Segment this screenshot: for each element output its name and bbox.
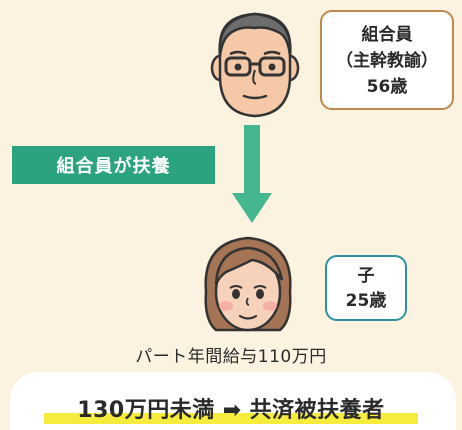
child-relation: 子 [357,266,375,286]
child-age: 25歳 [345,291,387,311]
down-arrow-icon [232,125,272,223]
father-avatar-icon [210,12,300,118]
support-label: 組合員が扶養 [12,146,215,184]
result-highlight [44,413,418,424]
child-info-box: 子 25歳 [325,255,407,321]
father-info-box: 組合員 （主幹教諭） 56歳 [320,10,454,110]
child-avatar-icon [204,236,292,332]
result-condition: 130万円未満 [77,398,215,423]
father-age: 56歳 [366,77,408,97]
right-arrow-icon: ➡ [222,398,242,423]
father-position: （主幹教諭） [336,51,438,71]
father-role: 組合員 [361,25,413,45]
result-text: 130万円未満 ➡ 共済被扶養者 [0,392,462,424]
income-text: パート年間給与110万円 [135,347,327,367]
result-outcome: 共済被扶養者 [249,398,385,423]
